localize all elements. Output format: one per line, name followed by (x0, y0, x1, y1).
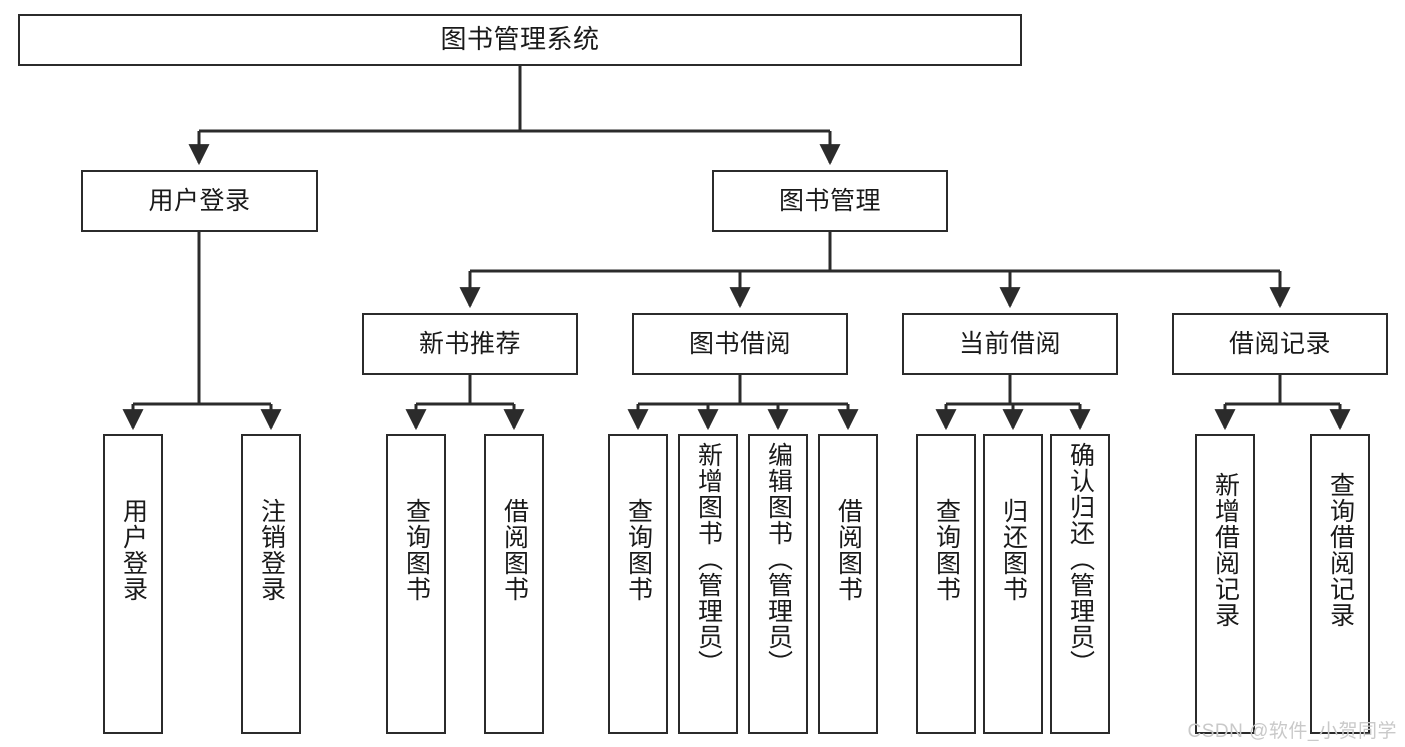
leaf-book-borrow-edit-book-admin[interactable]: 编辑图书（管理员） (748, 434, 808, 734)
node-label: 借阅图书 (500, 498, 529, 602)
leaf-borrow-record-query-record[interactable]: 查询借阅记录 (1310, 434, 1370, 734)
node-current-borrowing[interactable]: 当前借阅 (902, 313, 1118, 375)
node-book-borrowing[interactable]: 图书借阅 (632, 313, 848, 375)
node-root-book-management-system[interactable]: 图书管理系统 (18, 14, 1022, 66)
node-label: 查询图书 (402, 498, 431, 602)
node-label: 用户登录 (148, 186, 251, 215)
node-label: 查询图书 (932, 498, 961, 602)
leaf-user-login-logout[interactable]: 注销登录 (241, 434, 301, 734)
leaf-current-borrow-confirm-return-admin[interactable]: 确认归还（管理员） (1050, 434, 1110, 734)
leaf-user-login-login[interactable]: 用户登录 (103, 434, 163, 734)
node-label: 图书管理 (778, 186, 881, 215)
leaf-borrow-record-add-record[interactable]: 新增借阅记录 (1195, 434, 1255, 734)
leaf-book-borrow-query-book[interactable]: 查询图书 (608, 434, 668, 734)
node-label: 查询图书 (624, 498, 653, 602)
node-label: 当前借阅 (958, 329, 1061, 358)
leaf-new-book-borrow-book[interactable]: 借阅图书 (484, 434, 544, 734)
node-label: 图书管理系统 (440, 24, 600, 55)
node-label: 图书借阅 (688, 329, 791, 358)
leaf-book-borrow-add-book-admin[interactable]: 新增图书（管理员） (678, 434, 738, 734)
node-borrowing-record[interactable]: 借阅记录 (1172, 313, 1388, 375)
leaf-current-borrow-return-book[interactable]: 归还图书 (983, 434, 1043, 734)
node-label: 查询借阅记录 (1326, 472, 1355, 628)
node-user-login[interactable]: 用户登录 (81, 170, 318, 232)
node-label: 编辑图书（管理员） (764, 442, 793, 676)
watermark: CSDN @软件_小贺同学 (1187, 721, 1397, 742)
node-label: 注销登录 (257, 498, 286, 602)
node-book-management[interactable]: 图书管理 (712, 170, 948, 232)
node-label: 新增图书（管理员） (694, 442, 723, 676)
leaf-book-borrow-borrow-book[interactable]: 借阅图书 (818, 434, 878, 734)
node-label: 新增借阅记录 (1211, 472, 1240, 628)
node-new-book-recommendation[interactable]: 新书推荐 (362, 313, 578, 375)
node-label: 借阅图书 (834, 498, 863, 602)
leaf-current-borrow-query-book[interactable]: 查询图书 (916, 434, 976, 734)
node-label: 借阅记录 (1228, 329, 1331, 358)
leaf-new-book-query-book[interactable]: 查询图书 (386, 434, 446, 734)
node-label: 归还图书 (999, 498, 1028, 602)
node-label: 用户登录 (119, 498, 148, 602)
node-label: 确认归还（管理员） (1066, 442, 1095, 676)
node-label: 新书推荐 (418, 329, 521, 358)
